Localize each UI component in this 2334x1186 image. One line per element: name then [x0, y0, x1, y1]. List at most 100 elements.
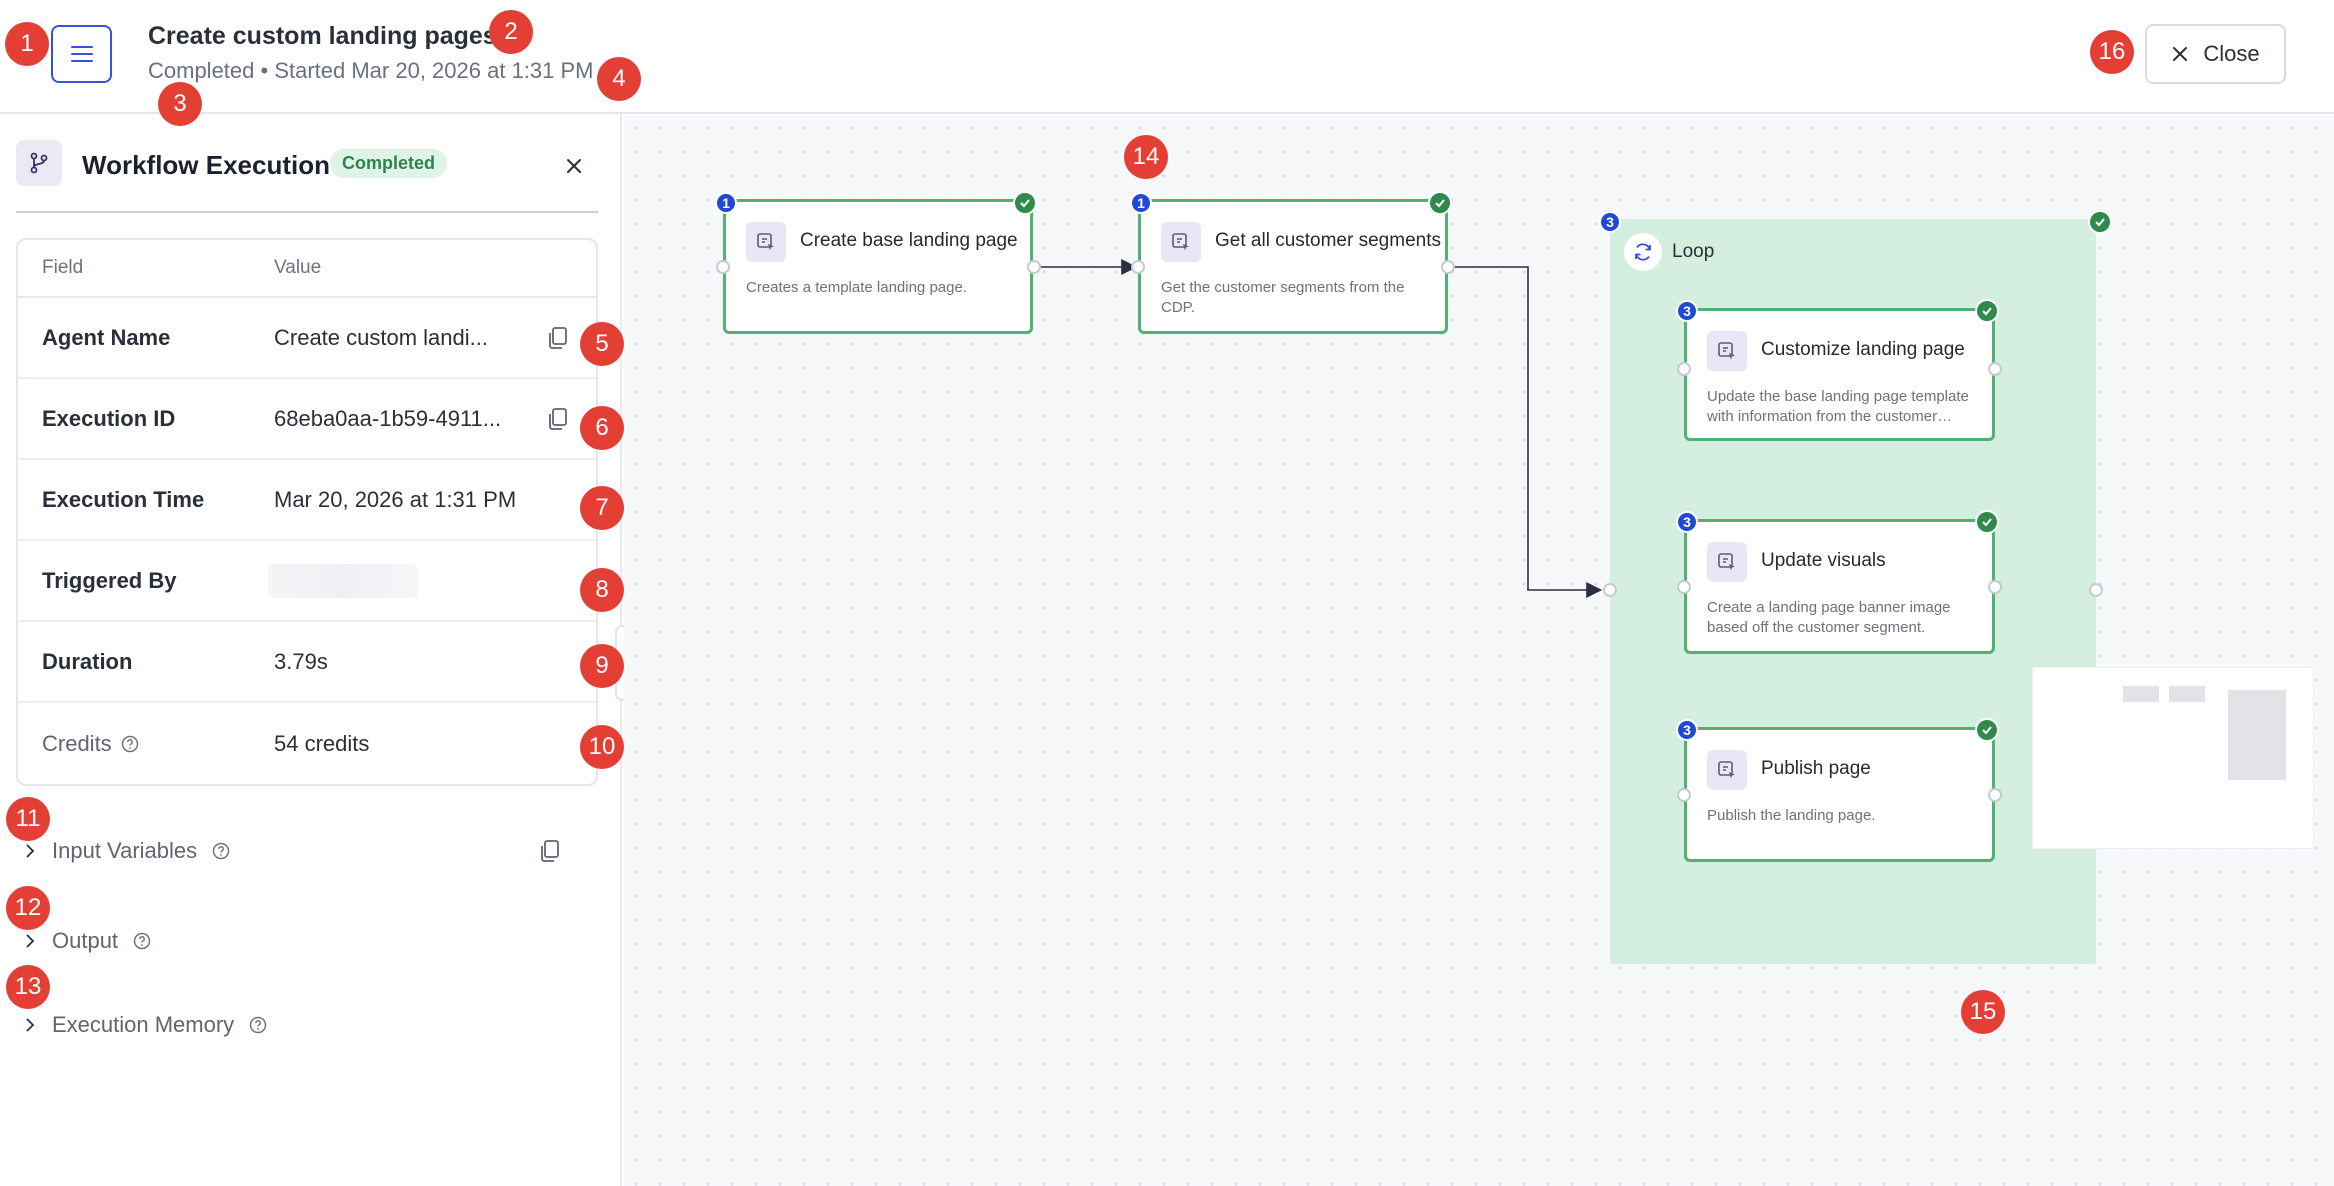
check-icon: [1428, 191, 1452, 215]
field-value: 3.79s: [274, 648, 328, 674]
node-update-visuals[interactable]: Update visuals Create a landing page ban…: [1684, 519, 1995, 654]
node-title: Create base landing page: [800, 230, 1018, 251]
accordion-output[interactable]: Output: [22, 928, 152, 954]
agent-task-icon: [1707, 331, 1747, 371]
output-port[interactable]: [1988, 788, 2002, 802]
menu-button[interactable]: [51, 25, 112, 83]
step-badge: 1: [715, 192, 737, 214]
node-description: Create a landing page banner image based…: [1707, 599, 1951, 636]
input-port[interactable]: [1131, 260, 1145, 274]
agent-task-icon: [1707, 542, 1747, 582]
node-title: Publish page: [1761, 758, 1871, 779]
copy-icon[interactable]: [544, 324, 572, 352]
check-icon: [1975, 299, 1999, 323]
input-port[interactable]: [1603, 583, 1617, 597]
minimap-node: [2123, 686, 2159, 702]
field-label: Agent Name: [42, 324, 171, 350]
output-port[interactable]: [2089, 583, 2103, 597]
execution-panel: Workflow Execution Completed Field Value…: [0, 114, 622, 1186]
node-description: Creates a template landing page.: [746, 279, 967, 296]
field-label: Triggered By: [42, 567, 177, 593]
step-badge: 3: [1676, 300, 1698, 322]
minimap-node: [2169, 686, 2205, 702]
node-title: Customize landing page: [1761, 339, 1965, 360]
column-header-value: Value: [274, 257, 322, 278]
step-badge: 3: [1676, 719, 1698, 741]
page-subtitle: Completed • Started Mar 20, 2026 at 1:31…: [148, 58, 594, 83]
annotation-marker: 12: [6, 886, 50, 930]
panel-close-button[interactable]: [558, 150, 590, 182]
column-header-field: Field: [42, 257, 84, 278]
check-icon: [1975, 718, 1999, 742]
close-button-label: Close: [2203, 41, 2260, 66]
workflow-branch-icon: [16, 140, 62, 186]
annotation-marker: 8: [580, 568, 624, 612]
annotation-marker: 7: [580, 486, 624, 530]
table-row-execution-id: Execution ID 68eba0aa-1b59-4911...: [18, 379, 596, 460]
output-port[interactable]: [1027, 260, 1041, 274]
node-get-all-customer-segments[interactable]: Get all customer segments Get the custom…: [1138, 199, 1448, 334]
accordion-input-variables[interactable]: Input Variables: [22, 838, 231, 864]
panel-divider: [16, 211, 598, 213]
edge: [1448, 266, 1603, 598]
help-icon[interactable]: [132, 931, 152, 951]
annotation-marker: 9: [580, 644, 624, 688]
loop-label: Loop: [1672, 241, 1715, 262]
node-description: Update the base landing page template wi…: [1707, 388, 1969, 425]
annotation-marker: 1: [5, 22, 49, 66]
check-icon: [1013, 191, 1037, 215]
field-label: Credits: [42, 730, 112, 756]
accordion-label: Output: [52, 928, 119, 953]
minimap-node: [2228, 690, 2286, 780]
annotation-marker: 16: [2090, 30, 2134, 74]
input-port[interactable]: [1677, 788, 1691, 802]
minimap[interactable]: [2033, 668, 2313, 848]
copy-icon[interactable]: [544, 405, 572, 433]
page-title: Create custom landing pages: [148, 22, 497, 50]
help-icon[interactable]: [120, 734, 140, 754]
input-port[interactable]: [716, 260, 730, 274]
help-icon[interactable]: [248, 1015, 268, 1035]
field-label-credits: Credits: [18, 731, 274, 757]
output-port[interactable]: [1441, 260, 1455, 274]
output-port[interactable]: [1988, 362, 2002, 376]
panel-title: Workflow Execution: [82, 150, 330, 180]
table-row-triggered-by: Triggered By: [18, 541, 596, 622]
node-customize-landing-page[interactable]: Customize landing page Update the base l…: [1684, 308, 1995, 441]
step-badge: 1: [1130, 192, 1152, 214]
node-publish-page[interactable]: Publish page Publish the landing page.: [1684, 727, 1995, 862]
field-value: 54 credits: [274, 730, 370, 756]
table-row-credits: Credits 54 credits: [18, 703, 596, 784]
close-icon: [567, 159, 581, 173]
annotation-marker: 4: [597, 57, 641, 101]
close-button[interactable]: Close: [2145, 24, 2286, 84]
execution-details-table: Field Value Agent Name Create custom lan…: [16, 238, 598, 786]
table-row-execution-time: Execution Time Mar 20, 2026 at 1:31 PM: [18, 460, 596, 541]
input-port[interactable]: [1677, 580, 1691, 594]
chevron-right-icon: [26, 1018, 35, 1032]
input-port[interactable]: [1677, 362, 1691, 376]
output-port[interactable]: [1988, 580, 2002, 594]
node-create-base-landing-page[interactable]: Create base landing page Creates a templ…: [723, 199, 1033, 334]
annotation-marker: 11: [6, 797, 50, 841]
workflow-canvas[interactable]: Loop 3 Create base landing page Creates …: [624, 116, 2334, 1186]
field-value: 68eba0aa-1b59-4911...: [274, 405, 502, 431]
close-icon: [2173, 47, 2188, 61]
agent-task-icon: [746, 222, 786, 262]
field-label: Duration: [42, 648, 133, 674]
top-header: Create custom landing pages Completed • …: [0, 0, 2334, 114]
field-label: Execution Time: [42, 486, 205, 512]
status-badge: Completed: [330, 149, 448, 178]
copy-icon[interactable]: [536, 837, 564, 865]
accordion-label: Input Variables: [52, 838, 198, 863]
field-value: Create custom landi...: [274, 324, 488, 350]
node-title: Get all customer segments: [1215, 230, 1441, 251]
annotation-marker: 5: [580, 322, 624, 366]
check-icon: [2088, 210, 2112, 234]
chevron-right-icon: [26, 934, 35, 948]
help-icon[interactable]: [211, 841, 231, 861]
node-description: Publish the landing page.: [1707, 807, 1876, 824]
node-title: Update visuals: [1761, 550, 1886, 571]
accordion-execution-memory[interactable]: Execution Memory: [22, 1012, 268, 1038]
hamburger-icon: [70, 46, 93, 62]
